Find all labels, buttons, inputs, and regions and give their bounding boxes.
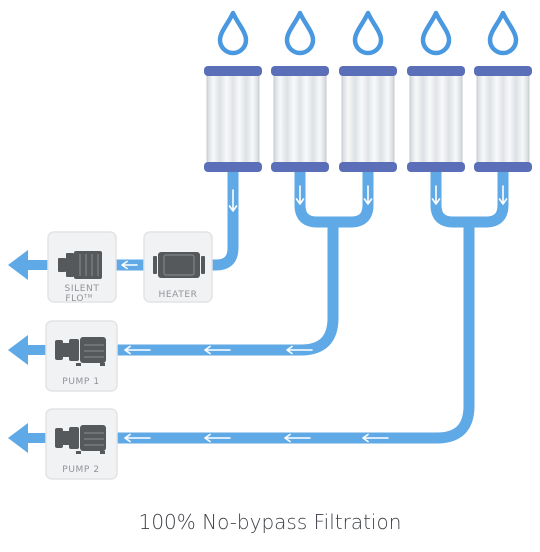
flow-arrow-left-p2c <box>204 433 231 443</box>
pipe-filter-5-merge <box>469 168 509 228</box>
pump-1-box: PUMP 1 <box>45 320 118 392</box>
filter-cartridge-2 <box>271 66 329 172</box>
water-drop-icon <box>487 10 519 56</box>
flow-arrow-left-p1b <box>204 345 231 355</box>
flow-arrow-left-p2d <box>124 433 151 443</box>
silent-flo-label-line1: SILENT <box>65 284 100 294</box>
heater-icon <box>153 252 205 278</box>
silent-flo-label-line2: FLOTM <box>65 294 92 304</box>
silent-flo-box: SILENT FLOTM <box>47 231 117 304</box>
pipe-filter-4-merge <box>430 168 469 228</box>
water-drop-icon <box>420 10 452 56</box>
pump-icon <box>55 337 106 366</box>
filter-cartridge-3 <box>339 66 397 172</box>
water-drop-icon <box>352 10 384 56</box>
heater-label: HEATER <box>159 290 198 300</box>
output-arrows <box>8 250 48 453</box>
water-pipes <box>116 168 509 444</box>
output-arrow-silent-flo <box>8 250 48 280</box>
flow-arrow-left-p1c <box>124 345 151 355</box>
pipe-filter-1-to-heater <box>205 168 239 271</box>
water-drop-icon <box>217 10 249 56</box>
water-drops <box>217 10 519 56</box>
pipe-filter-2-merge <box>294 168 333 228</box>
flow-arrow-down-4 <box>431 185 441 205</box>
silent-flo-pump-icon <box>58 251 102 279</box>
pipe-to-pump-2 <box>117 222 475 444</box>
diagram-caption: 100% No-bypass Filtration <box>138 510 402 534</box>
output-arrow-pump-1 <box>8 335 48 365</box>
flow-arrow-down-1 <box>228 189 238 212</box>
flow-arrow-down-5 <box>498 185 508 205</box>
flow-arrow-left-p1a <box>286 345 313 355</box>
flow-arrow-left-heater <box>121 260 138 270</box>
water-drop-icon <box>284 10 316 56</box>
filter-cartridge-4 <box>407 66 465 172</box>
pump-1-label: PUMP 1 <box>62 377 99 387</box>
filter-cartridge-1 <box>204 66 262 172</box>
heater-box: HEATER <box>143 231 213 303</box>
filter-cartridges <box>204 66 532 172</box>
flow-arrow-left-p2a <box>362 433 389 443</box>
flow-arrow-left-p2b <box>284 433 311 443</box>
output-arrow-pump-2 <box>8 423 48 453</box>
flow-arrow-down-3 <box>363 185 373 205</box>
pump-icon <box>55 425 106 454</box>
pump-2-box: PUMP 2 <box>45 408 118 480</box>
pump-2-label: PUMP 2 <box>62 465 99 475</box>
flow-arrows <box>121 185 508 443</box>
flow-arrow-down-2 <box>295 185 305 205</box>
pipe-filter-3-merge <box>333 168 374 228</box>
filter-cartridge-5 <box>474 66 532 172</box>
